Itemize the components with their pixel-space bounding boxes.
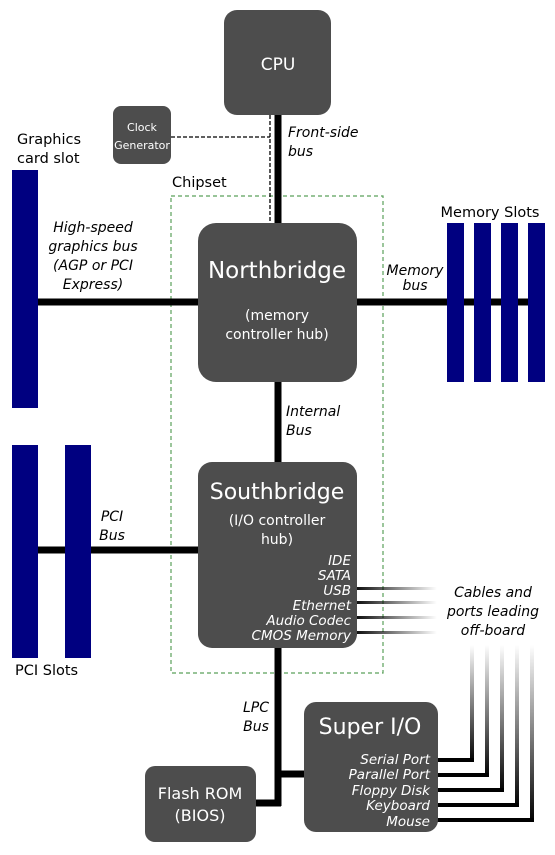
- vertical-line-keyboard: [515, 645, 519, 807]
- sio-port-parallel: Parallel Port: [349, 767, 431, 783]
- vertical-line-serial: [470, 645, 474, 762]
- cables-label-line2: ports leading: [446, 604, 539, 620]
- sb-port-sata: SATA: [318, 568, 351, 584]
- vertical-line-parallel: [485, 645, 489, 777]
- internal-bus-label-line1: Internal: [286, 404, 340, 420]
- southbridge-port-lines: [352, 587, 437, 634]
- southbridge-subtitle-line1: (I/O controller: [229, 513, 326, 529]
- memory-slot-1[interactable]: [447, 223, 464, 382]
- sio-port-keyboard: Keyboard: [366, 798, 430, 814]
- slots: [12, 170, 545, 658]
- northbridge-subtitle-line2: controller hub): [225, 327, 328, 343]
- graphics-bus-label-line1: High-speed: [53, 220, 133, 236]
- horizontal-line-mouse: [434, 818, 534, 822]
- flash-rom-line2: (BIOS): [175, 806, 226, 825]
- cpu-label: CPU: [261, 55, 296, 75]
- clock-label-line2: Generator: [114, 139, 170, 152]
- flash-rom-line1: Flash ROM: [158, 784, 243, 803]
- southbridge-block[interactable]: Southbridge (I/O controller hub) IDE SAT…: [198, 462, 357, 648]
- vertical-line-floppy: [500, 645, 504, 792]
- graphics-slot-label-line1: Graphics: [17, 132, 81, 148]
- lpc-bus-label-line1: LPC: [243, 700, 269, 716]
- super-io-title: Super I/O: [319, 715, 422, 740]
- super-io-block[interactable]: Super I/O Serial Port Parallel Port Flop…: [304, 702, 438, 832]
- sio-port-mouse: Mouse: [386, 814, 430, 830]
- port-line-ethernet: [352, 601, 437, 604]
- sio-port-serial: Serial Port: [360, 752, 430, 768]
- memory-slots-label: Memory Slots: [441, 205, 540, 221]
- horizontal-line-parallel: [434, 773, 489, 777]
- front-side-bus-label-line1: Front-side: [288, 125, 358, 141]
- sio-port-floppy: Floppy Disk: [352, 783, 431, 799]
- graphics-slot-label-line2: card slot: [17, 151, 80, 167]
- pci-slots-label: PCI Slots: [15, 663, 78, 679]
- southbridge-subtitle-line2: hub): [261, 532, 293, 548]
- horizontal-line-floppy: [434, 788, 504, 792]
- memory-slot-2[interactable]: [474, 223, 491, 382]
- sb-port-ide: IDE: [328, 553, 351, 569]
- cables-label-line1: Cables and: [454, 585, 532, 601]
- internal-bus-label-line2: Bus: [286, 423, 312, 439]
- sb-port-audio-codec: Audio Codec: [265, 613, 351, 629]
- horizontal-line-keyboard: [434, 803, 519, 807]
- sb-port-usb: USB: [323, 583, 351, 599]
- pci-slot-2[interactable]: [65, 445, 91, 658]
- southbridge-title: Southbridge: [210, 480, 345, 505]
- pci-bus-label-line1: PCI: [101, 509, 123, 525]
- northbridge-title: Northbridge: [208, 258, 346, 284]
- memory-bus-label-line2: bus: [402, 278, 427, 294]
- memory-slot-3[interactable]: [501, 223, 518, 382]
- graphics-bus-label-line2: graphics bus: [48, 239, 137, 255]
- cpu-block[interactable]: CPU: [224, 10, 331, 115]
- clock-generator-block[interactable]: Clock Generator: [113, 106, 171, 164]
- horizontal-line-serial: [434, 758, 474, 762]
- graphics-bus-label-line3: (AGP or PCI: [53, 258, 133, 274]
- superio-port-lines: [434, 645, 534, 822]
- clock-label-line1: Clock: [127, 121, 158, 134]
- northbridge-block[interactable]: Northbridge (memory controller hub): [198, 223, 357, 382]
- graphics-card-slot[interactable]: [12, 170, 38, 408]
- lpc-bus-label-line2: Bus: [243, 719, 269, 735]
- graphics-bus-label-line4: Express): [63, 277, 123, 293]
- pci-slot-1[interactable]: [12, 445, 38, 658]
- memory-slot-4[interactable]: [528, 223, 545, 382]
- flash-rom-block[interactable]: Flash ROM (BIOS): [145, 766, 256, 842]
- northbridge-subtitle-line1: (memory: [245, 308, 309, 324]
- chipset-label: Chipset: [172, 175, 227, 191]
- port-line-cmos: [352, 631, 437, 634]
- pci-bus-label-line2: Bus: [99, 528, 125, 544]
- front-side-bus-label-line2: bus: [288, 144, 313, 160]
- memory-bus-label-line1: Memory: [387, 263, 445, 279]
- port-line-audio: [352, 616, 437, 619]
- cables-label-line3: off-board: [461, 623, 526, 639]
- sb-port-cmos-memory: CMOS Memory: [252, 628, 352, 644]
- sb-port-ethernet: Ethernet: [293, 598, 352, 614]
- port-line-usb: [352, 587, 437, 590]
- vertical-line-mouse: [530, 645, 534, 822]
